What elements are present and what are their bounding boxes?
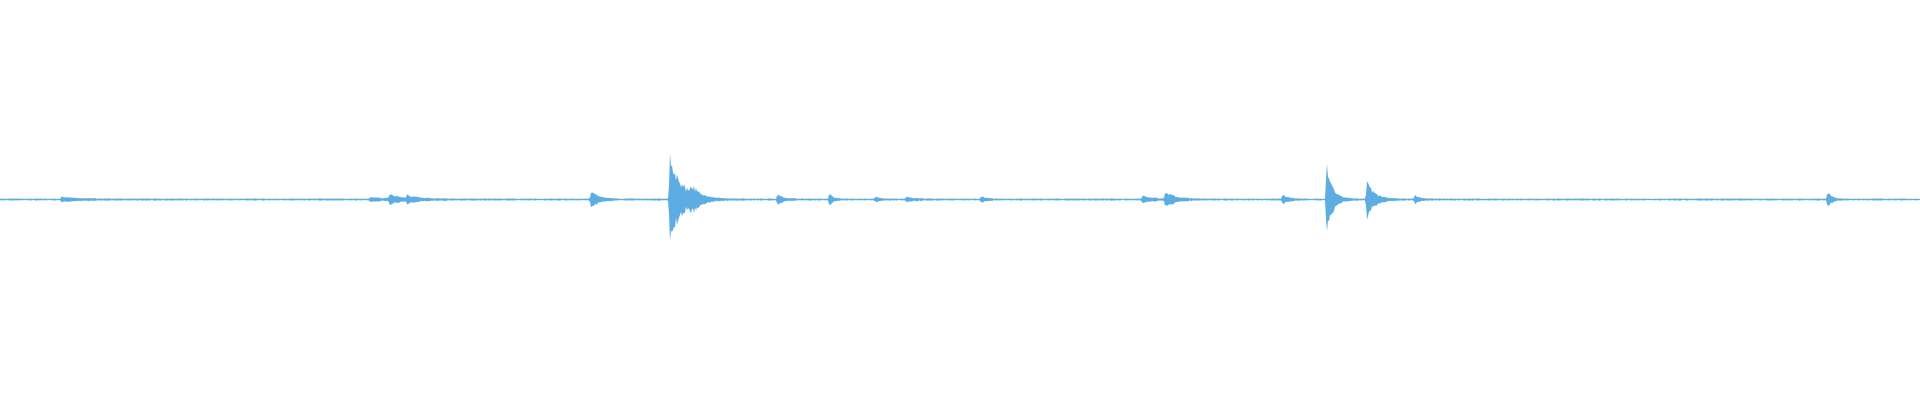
- waveform-signal: [0, 153, 1919, 241]
